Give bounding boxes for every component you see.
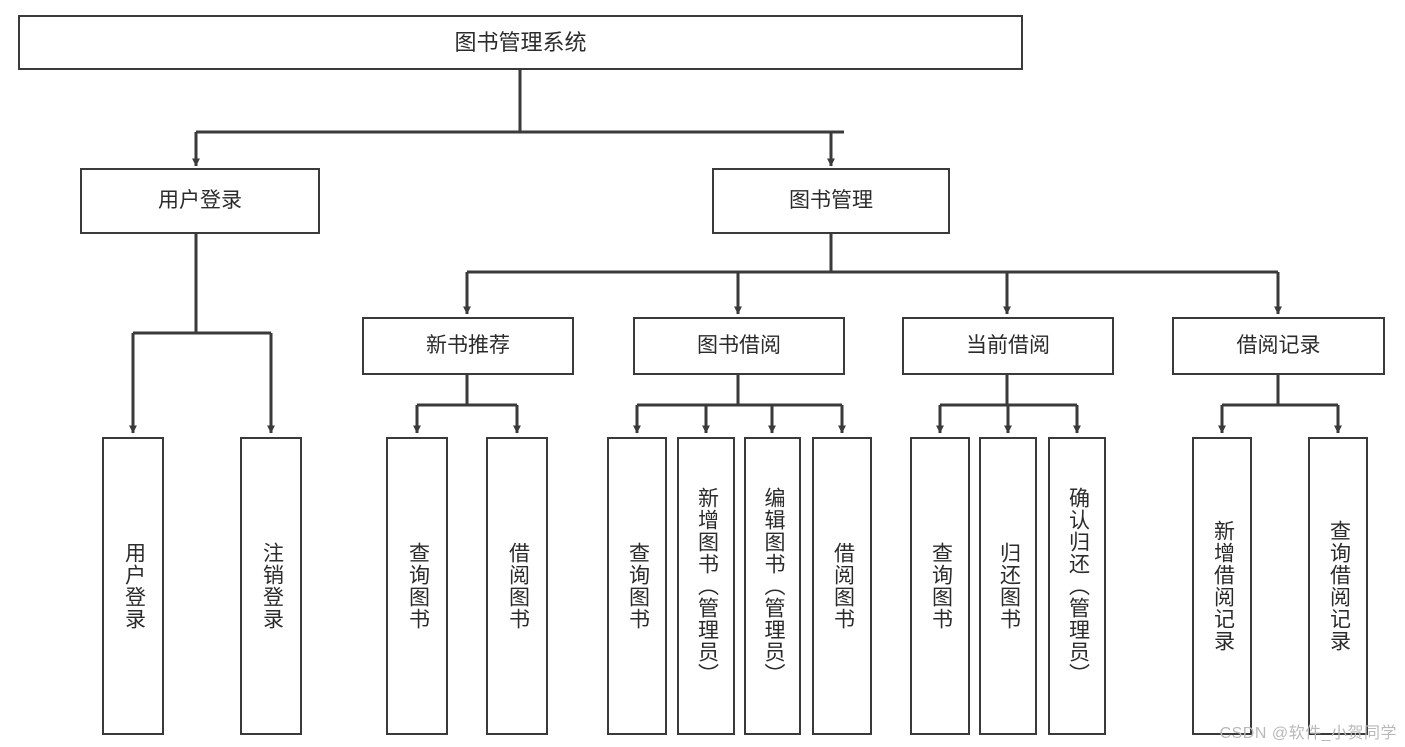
leaf-new-book-borrow-book[interactable]: 借阅图书 xyxy=(486,437,548,735)
leaf-book-borrow-add-book-admin[interactable]: 新增图书（管理员） xyxy=(677,437,735,735)
node-new-book-recommend[interactable]: 新书推荐 xyxy=(362,317,574,375)
node-label: 新增图书（管理员） xyxy=(695,487,719,685)
node-label: 新书推荐 xyxy=(426,333,510,357)
leaf-borrow-record-add-record[interactable]: 新增借阅记录 xyxy=(1192,437,1252,735)
node-label: 归还图书 xyxy=(997,542,1021,630)
node-label: 查询借阅记录 xyxy=(1327,520,1351,652)
leaf-current-borrow-query-book[interactable]: 查询图书 xyxy=(910,437,970,735)
node-label: 借阅图书 xyxy=(506,542,530,630)
node-label: 图书管理 xyxy=(789,188,873,212)
leaf-book-borrow-edit-book-admin[interactable]: 编辑图书（管理员） xyxy=(744,437,801,735)
node-label: 编辑图书（管理员） xyxy=(761,487,785,685)
node-book-borrow[interactable]: 图书借阅 xyxy=(633,317,845,375)
node-book-management[interactable]: 图书管理 xyxy=(712,168,950,234)
node-label: 查询图书 xyxy=(406,542,430,630)
leaf-user-login-logout[interactable]: 注销登录 xyxy=(240,437,302,735)
leaf-current-borrow-return-book[interactable]: 归还图书 xyxy=(979,437,1037,735)
node-label: 借阅记录 xyxy=(1236,333,1321,357)
node-label: 用户登录 xyxy=(122,542,146,630)
leaf-user-login-login[interactable]: 用户登录 xyxy=(102,437,164,735)
node-borrow-record[interactable]: 借阅记录 xyxy=(1172,317,1385,375)
leaf-book-borrow-query-book[interactable]: 查询图书 xyxy=(607,437,667,735)
leaf-new-book-query-book[interactable]: 查询图书 xyxy=(386,437,448,735)
node-label: 图书借阅 xyxy=(697,333,781,357)
leaf-current-borrow-confirm-return-admin[interactable]: 确认归还（管理员） xyxy=(1048,437,1106,735)
node-label: 借阅图书 xyxy=(831,542,855,630)
node-root-book-management-system[interactable]: 图书管理系统 xyxy=(18,15,1023,70)
node-label: 确认归还（管理员） xyxy=(1066,487,1090,685)
node-label: 当前借阅 xyxy=(966,333,1050,357)
leaf-book-borrow-borrow-book[interactable]: 借阅图书 xyxy=(812,437,872,735)
node-label: 查询图书 xyxy=(929,542,953,630)
node-user-login[interactable]: 用户登录 xyxy=(80,168,320,234)
leaf-borrow-record-query-record[interactable]: 查询借阅记录 xyxy=(1308,437,1368,735)
node-label: 新增借阅记录 xyxy=(1211,520,1235,652)
node-label: 图书管理系统 xyxy=(454,29,587,55)
node-current-borrow[interactable]: 当前借阅 xyxy=(902,317,1114,375)
node-label: 用户登录 xyxy=(158,188,242,212)
node-label: 注销登录 xyxy=(260,542,284,630)
node-label: 查询图书 xyxy=(626,542,650,630)
